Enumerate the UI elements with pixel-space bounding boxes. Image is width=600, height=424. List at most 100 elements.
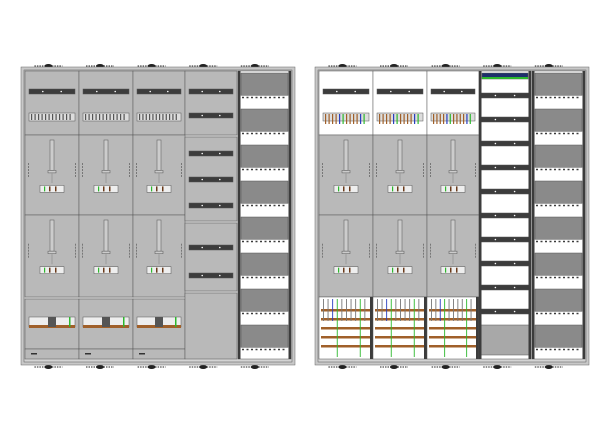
side-mark: [129, 252, 130, 255]
brown-terminal: [156, 267, 158, 273]
plate-screw: [545, 168, 547, 171]
rail-screw: [494, 166, 497, 169]
terminal: [45, 114, 47, 120]
plate-screw: [242, 312, 244, 315]
plate-screw: [536, 312, 538, 315]
plate-screw: [545, 96, 547, 99]
terminal: [55, 114, 57, 120]
rail-screw: [513, 118, 516, 121]
plate-screw: [554, 96, 556, 99]
rail-screw: [513, 286, 516, 289]
rail-screw: [513, 142, 516, 145]
meter-hook: [101, 170, 111, 174]
din-rail: [188, 176, 234, 183]
side-mark: [475, 246, 476, 249]
side-mark: [28, 255, 29, 258]
green-terminal: [338, 186, 340, 192]
side-mark: [475, 252, 476, 255]
top-section: [372, 70, 428, 136]
terminal: [325, 114, 327, 124]
wire: [350, 299, 352, 321]
terminal: [162, 114, 164, 120]
side-mark: [181, 252, 182, 255]
column-rail: [476, 297, 479, 359]
terminal: [335, 114, 337, 124]
meter-terminal-cover: [93, 266, 119, 274]
side-mark: [369, 172, 370, 174]
plate-screw: [563, 168, 565, 171]
plate-screw: [246, 240, 249, 243]
terminal: [66, 114, 68, 120]
rail-screw: [513, 238, 516, 241]
terminal: [339, 114, 341, 124]
plate-screw: [242, 96, 244, 99]
side-mark: [322, 246, 323, 249]
brown-terminal: [456, 186, 458, 192]
plate-screw: [242, 276, 244, 279]
green-terminal: [44, 186, 46, 192]
plate-screw: [549, 96, 552, 99]
plate-screw: [563, 132, 565, 135]
meter-terminal-cover: [146, 185, 172, 193]
plate-screw: [554, 312, 556, 315]
terminal: [356, 114, 358, 124]
plate-screw: [540, 96, 543, 99]
plate-screw: [255, 312, 258, 315]
brown-terminal: [162, 186, 164, 192]
meter-hook: [448, 250, 458, 254]
terminal: [169, 114, 171, 120]
terminal: [459, 114, 461, 124]
meter-hook: [154, 250, 164, 254]
plate-screw: [269, 276, 271, 279]
side-mark: [475, 249, 476, 252]
plate-screw: [246, 132, 249, 135]
brown-terminal: [450, 267, 452, 273]
rail-screw: [513, 214, 516, 217]
rail-screw: [201, 152, 203, 155]
meter-terminal-cover: [39, 185, 65, 193]
meter-terminal-cover: [440, 185, 466, 193]
top-section: [24, 70, 80, 136]
cabinet-open-wiring: [314, 64, 590, 369]
rail-screw: [494, 238, 497, 241]
side-mark: [376, 249, 377, 252]
rail-screw: [494, 118, 497, 121]
wire: [466, 299, 468, 357]
din-rail: [480, 212, 530, 219]
side-mark: [322, 255, 323, 258]
plate-screw: [567, 348, 570, 351]
terminal: [88, 114, 90, 120]
side-mark: [430, 243, 431, 246]
wire: [461, 299, 463, 321]
plate-screw: [549, 204, 552, 207]
plate-screw: [273, 276, 276, 279]
rail-screw: [219, 90, 221, 93]
plate-screw: [242, 348, 244, 351]
terminal: [449, 114, 451, 124]
side-mark: [136, 246, 137, 249]
meter-terminal-cover: [387, 266, 413, 274]
meter-terminal-cover: [93, 185, 119, 193]
plate-screw: [260, 240, 262, 243]
rail-screw: [461, 90, 463, 93]
side-mark: [322, 169, 323, 171]
plate-screw: [269, 240, 271, 243]
side-mark: [136, 255, 137, 258]
plate-screw: [269, 132, 271, 135]
din-rail: [188, 112, 234, 119]
plate-screw: [246, 96, 249, 99]
plate-screw: [554, 276, 556, 279]
top-section: [78, 70, 134, 136]
column-rail: [370, 297, 373, 359]
side-mark: [129, 243, 130, 246]
side-mark: [75, 169, 76, 171]
rail-screw: [494, 214, 497, 217]
plate-screw: [558, 96, 561, 99]
plate-screw: [242, 168, 244, 171]
side-mark: [181, 255, 182, 258]
brown-terminal: [49, 267, 51, 273]
perforated-plate: [534, 180, 583, 204]
perforated-plate: [534, 72, 583, 96]
side-mark: [423, 243, 424, 246]
side-mark: [75, 252, 76, 255]
